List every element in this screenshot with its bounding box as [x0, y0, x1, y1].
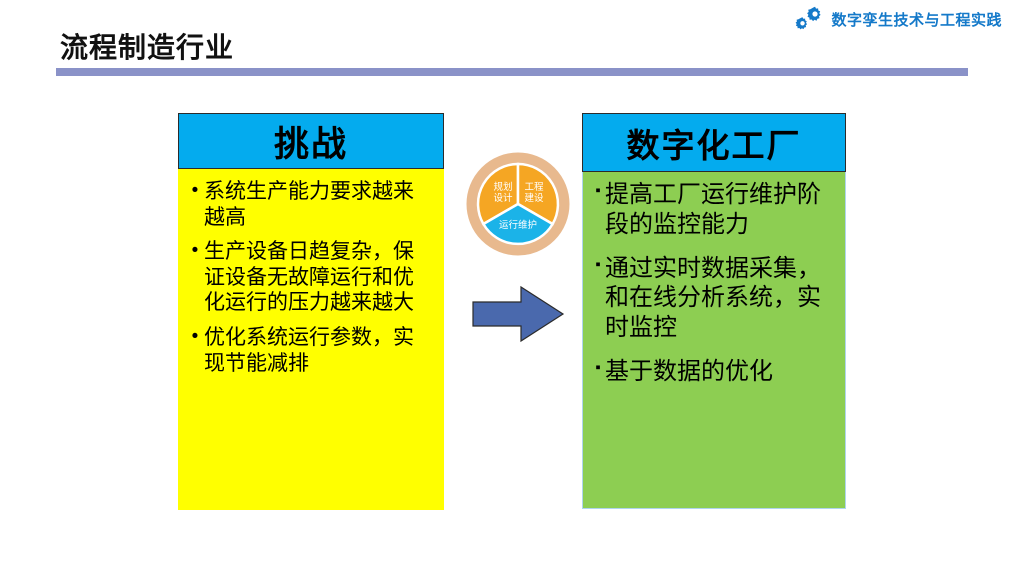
list-item-text: 系统生产能力要求越来越高 [204, 180, 414, 229]
bullet-marker: ▪ [595, 358, 601, 376]
list-item-text: 提高工厂运行维护阶段的监控能力 [605, 181, 821, 238]
digital-factory-bullet-list: ▪ 提高工厂运行维护阶段的监控能力 ▪ 通过实时数据采集，和在线分析系统，实时监… [591, 180, 839, 387]
list-item: ▪ 通过实时数据采集，和在线分析系统，实时监控 [591, 254, 839, 343]
list-item-text: 优化系统运行参数，实现节能减排 [204, 326, 414, 375]
bullet-marker: • [191, 180, 199, 201]
list-item: ▪ 基于数据的优化 [591, 357, 839, 387]
list-item: • 系统生产能力要求越来越高 [186, 179, 434, 230]
list-item: • 优化系统运行参数，实现节能减排 [186, 325, 434, 376]
gears-icon [794, 6, 824, 32]
digital-factory-panel-title: 数字化工厂 [582, 113, 846, 172]
list-item-text: 生产设备日趋复杂，保证设备无故障运行和优化运行的压力越来越大 [204, 240, 414, 315]
challenge-panel-body: • 系统生产能力要求越来越高 • 生产设备日趋复杂，保证设备无故障运行和优化运行… [178, 169, 444, 510]
bullet-marker: • [191, 326, 199, 348]
list-item-text: 通过实时数据采集，和在线分析系统，实时监控 [605, 254, 821, 342]
title-divider [56, 68, 968, 76]
cycle-segment-1-line2: 设计 [493, 192, 513, 204]
bullet-marker: ▪ [595, 255, 601, 273]
challenge-panel: 挑战 • 系统生产能力要求越来越高 • 生产设备日趋复杂，保证设备无故障运行和优… [178, 113, 444, 510]
list-item-text: 基于数据的优化 [605, 357, 773, 385]
cycle-segment-3-label: 运行维护 [499, 219, 537, 231]
flow-arrow-right-icon [467, 283, 571, 345]
page-title: 流程制造行业 [60, 32, 235, 63]
list-item: ▪ 提高工厂运行维护阶段的监控能力 [591, 180, 839, 240]
challenge-bullet-list: • 系统生产能力要求越来越高 • 生产设备日趋复杂，保证设备无故障运行和优化运行… [186, 179, 434, 376]
bullet-marker: • [191, 240, 199, 262]
digital-factory-panel: 数字化工厂 ▪ 提高工厂运行维护阶段的监控能力 ▪ 通过实时数据采集，和在线分析… [582, 113, 846, 509]
challenge-panel-title: 挑战 [178, 113, 444, 169]
lifecycle-donut-diagram: 规划 设计 工程 建设 运行维护 [466, 152, 570, 256]
list-item: • 生产设备日趋复杂，保证设备无故障运行和优化运行的压力越来越大 [186, 239, 434, 316]
brand-logo: 数字孪生技术与工程实践 [794, 6, 1002, 32]
brand-name: 数字孪生技术与工程实践 [831, 11, 1002, 29]
digital-factory-panel-body: ▪ 提高工厂运行维护阶段的监控能力 ▪ 通过实时数据采集，和在线分析系统，实时监… [582, 172, 846, 509]
bullet-marker: ▪ [595, 182, 601, 199]
cycle-segment-1-line1: 规划 [493, 181, 512, 193]
cycle-segment-2-line1: 工程 [524, 182, 544, 193]
cycle-segment-2-line2: 建设 [524, 192, 544, 204]
